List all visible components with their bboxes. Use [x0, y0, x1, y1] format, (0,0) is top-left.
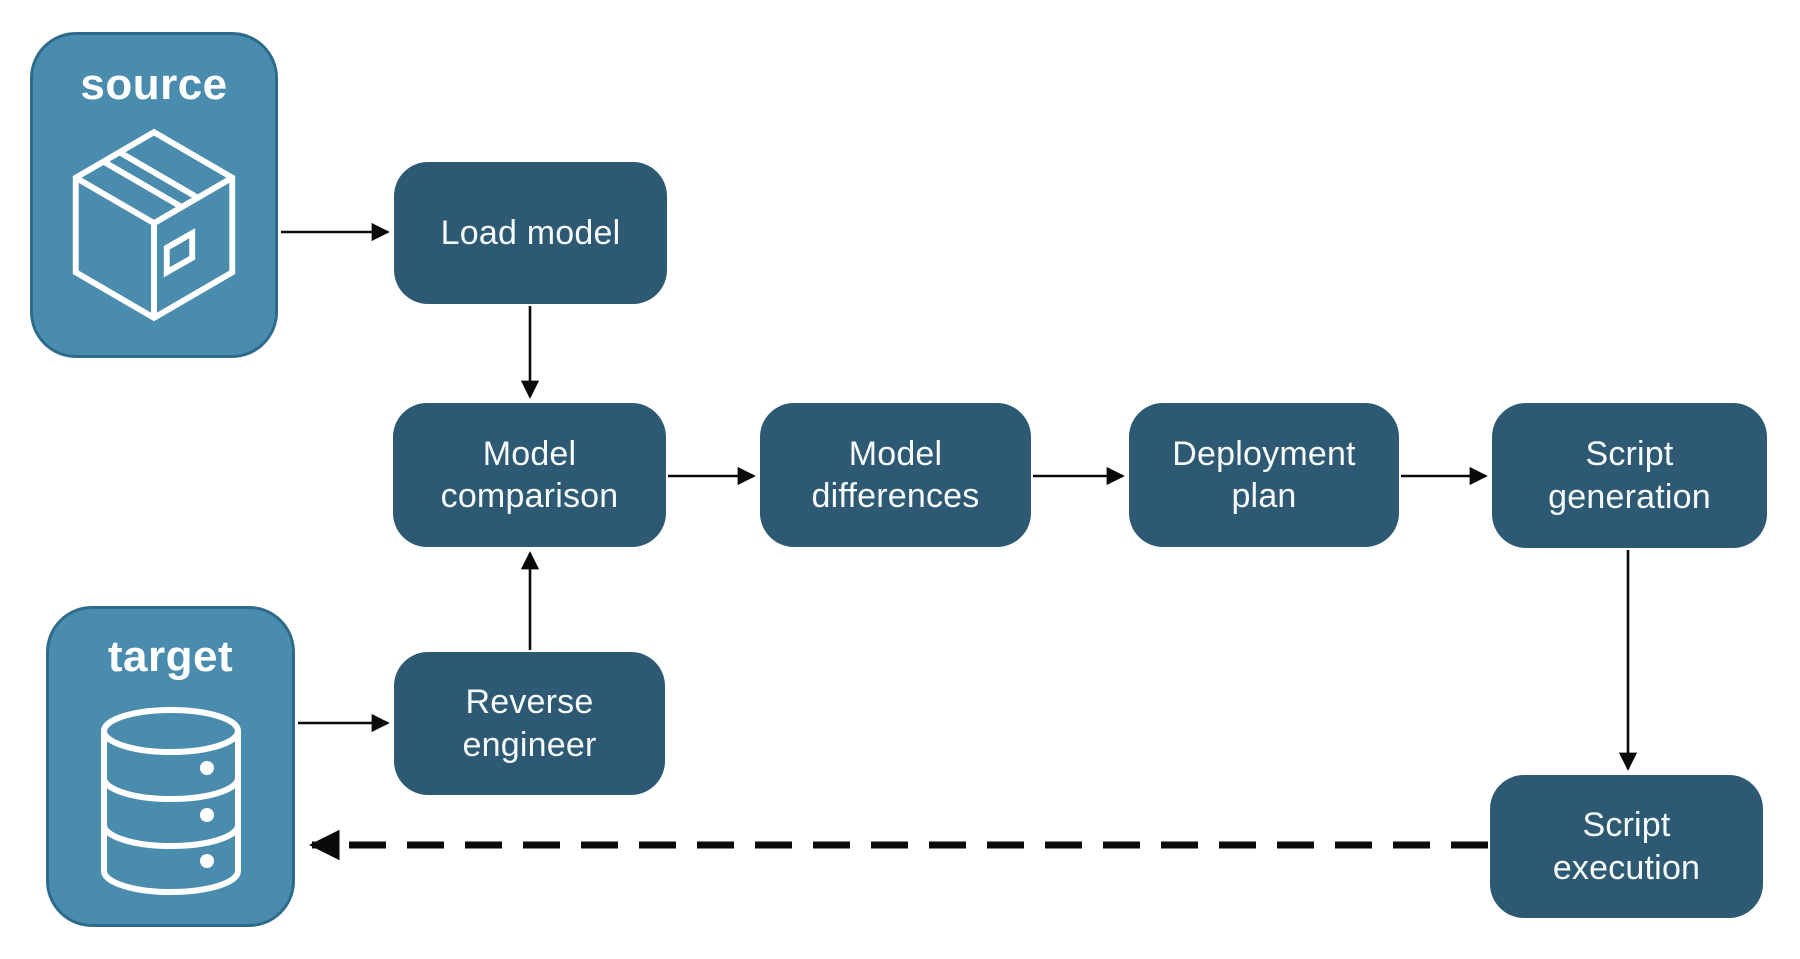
node-model-comparison: Model comparison: [393, 403, 666, 547]
container-target: target: [46, 606, 295, 927]
node-model-differences: Model differences: [760, 403, 1031, 547]
node-label: Reverse engineer: [462, 683, 597, 764]
source-label: source: [80, 60, 228, 109]
database-icon: [96, 705, 246, 897]
node-label: Model comparison: [440, 434, 619, 515]
target-label: target: [107, 632, 234, 681]
container-source: source: [30, 32, 278, 358]
node-label: Model differences: [811, 434, 980, 515]
node-label: Deployment plan: [1172, 434, 1356, 515]
node-label: Script execution: [1552, 806, 1701, 887]
node-label: Load model: [440, 213, 621, 252]
node-script-execution: Script execution: [1490, 775, 1763, 918]
package-icon: [63, 123, 245, 327]
node-reverse-engineer: Reverse engineer: [394, 652, 665, 795]
node-label: Script generation: [1548, 435, 1711, 516]
node-script-generation: Script generation: [1492, 403, 1767, 548]
node-load-model: Load model: [394, 162, 667, 304]
node-deployment-plan: Deployment plan: [1129, 403, 1399, 547]
